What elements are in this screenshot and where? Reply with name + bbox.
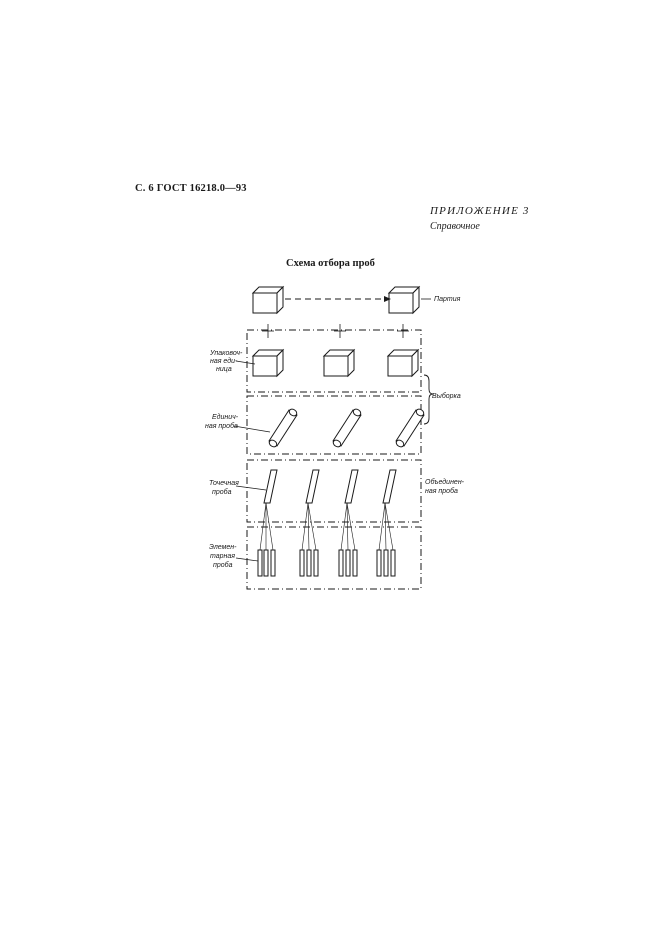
section-frame (246, 526, 422, 590)
appendix-title: ПРИЛОЖЕНИЕ 3 (430, 205, 530, 217)
combined-sample-label-2: ная проба (425, 487, 458, 495)
combined-sample-label-1: Объединен- (425, 478, 465, 486)
elementary-sample-tube (270, 549, 276, 577)
page-header: С. 6 ГОСТ 16218.0—93 (135, 183, 247, 194)
elementary-sample-tube (257, 549, 263, 577)
point-sample-strip (344, 469, 359, 504)
packing-unit-label-1: Упаковоч- (209, 350, 243, 357)
lot-box-left (252, 286, 284, 314)
point-sample-strip (263, 469, 278, 504)
elementary-sample-tube (313, 549, 319, 577)
scheme-title: Схема отбора проб (286, 258, 375, 269)
elementary-sample-tube (345, 549, 351, 577)
point-sample-strip (305, 469, 320, 504)
lot-label: Партия (434, 296, 461, 303)
packing-unit-label-2: ная еди- (210, 357, 238, 365)
elementary-sample-label-2: тарная (210, 553, 235, 560)
elementary-sample-tube (263, 549, 269, 577)
section-frame (246, 459, 422, 523)
leader-line (235, 485, 267, 491)
unit-sample-cylinder (394, 407, 426, 449)
unit-samples-section: Единич- ная проба (205, 395, 426, 455)
arrow-icon (384, 296, 391, 302)
unit-sample-label-2: ная проба (205, 422, 238, 430)
sampling-label: Выборка (432, 392, 461, 400)
leader-line (235, 360, 256, 365)
leader-line (233, 425, 271, 433)
elementary-sample-tube (352, 549, 358, 577)
elementary-sample-label-3: проба (213, 561, 233, 569)
lot-row: Партия (252, 286, 461, 314)
unit-sample-label-1: Единич- (212, 413, 239, 421)
sampling-bracket: Выборка (423, 374, 461, 425)
unit-sample-cylinder (267, 407, 299, 449)
packing-units-section: Упаковоч- ная еди- ница (209, 324, 422, 393)
packing-unit-label-3: ница (216, 366, 232, 373)
elementary-sample-tube (376, 549, 382, 577)
lot-box-right (388, 286, 420, 314)
section-frame (246, 329, 422, 393)
packing-unit-box (252, 349, 284, 377)
elementary-sample-tube (306, 549, 312, 577)
point-sample-label-2: проба (212, 488, 232, 496)
point-sample-strip (382, 469, 397, 504)
elementary-sample-tube (383, 549, 389, 577)
bracket-icon (423, 374, 434, 425)
point-sample-label-1: Точечная (209, 480, 239, 487)
elementary-sample-label-1: Элемен- (209, 544, 237, 551)
appendix-note: Справочное (430, 221, 480, 232)
elementary-sample-tube (390, 549, 396, 577)
elementary-sample-tube (338, 549, 344, 577)
section-frame (246, 395, 422, 455)
elementary-samples-section: Элемен- тарная проба (209, 526, 422, 590)
unit-sample-cylinder (331, 407, 363, 449)
packing-unit-box (387, 349, 419, 377)
packing-unit-box (323, 349, 355, 377)
leader-line (235, 557, 259, 562)
point-samples-section: Точечная проба Объединен- ная проба (209, 459, 465, 523)
elementary-sample-tube (299, 549, 305, 577)
